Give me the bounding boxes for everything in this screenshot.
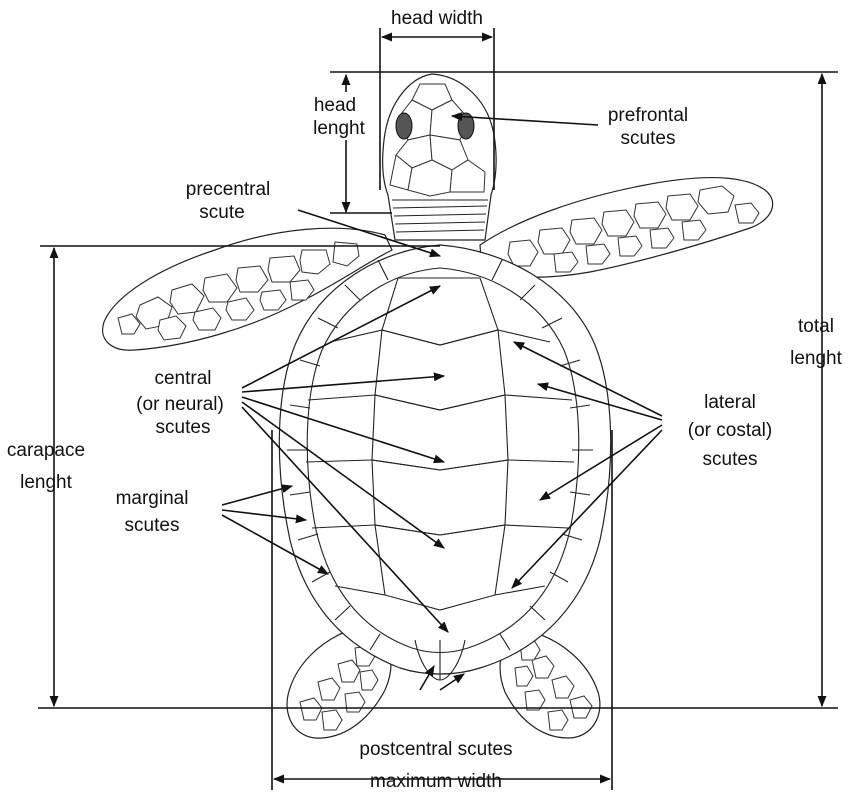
lateral-label-line3: scutes <box>703 449 758 470</box>
central-label-line3: scutes <box>156 417 211 438</box>
precentral-label-line2: scute <box>199 202 244 223</box>
marginal-arrow-1 <box>222 486 292 505</box>
postcentral-label: postcentral scutes <box>359 739 512 760</box>
marginal-label-line2: scutes <box>125 515 180 536</box>
lateral-label-line1: lateral <box>704 392 756 413</box>
head-length-label-line2: lenght <box>313 118 365 139</box>
precentral-label-line1: precentral <box>186 179 271 200</box>
total-length-label-line1: total <box>798 316 834 337</box>
lateral-label-line2: (or costal) <box>688 420 772 441</box>
turtle-head <box>383 74 497 240</box>
carapace <box>279 245 610 680</box>
postcentral-arrow-2 <box>440 674 464 690</box>
marginal-label-line1: marginal <box>116 488 189 509</box>
head-width-label: head width <box>391 8 483 29</box>
central-label-line2: (or neural) <box>136 394 224 415</box>
head-length-label-line1: head <box>314 95 356 116</box>
prefrontal-label-line2: scutes <box>621 128 676 149</box>
carapace-length-label-line1: carapace <box>7 440 85 461</box>
carapace-length-label-line2: lenght <box>20 472 72 493</box>
total-length-label-line2: lenght <box>790 348 842 369</box>
right-front-flipper <box>480 178 773 278</box>
prefrontal-label-line1: prefrontal <box>608 105 688 126</box>
max-width-label: maximum width <box>370 771 502 792</box>
central-label-line1: central <box>154 368 211 389</box>
